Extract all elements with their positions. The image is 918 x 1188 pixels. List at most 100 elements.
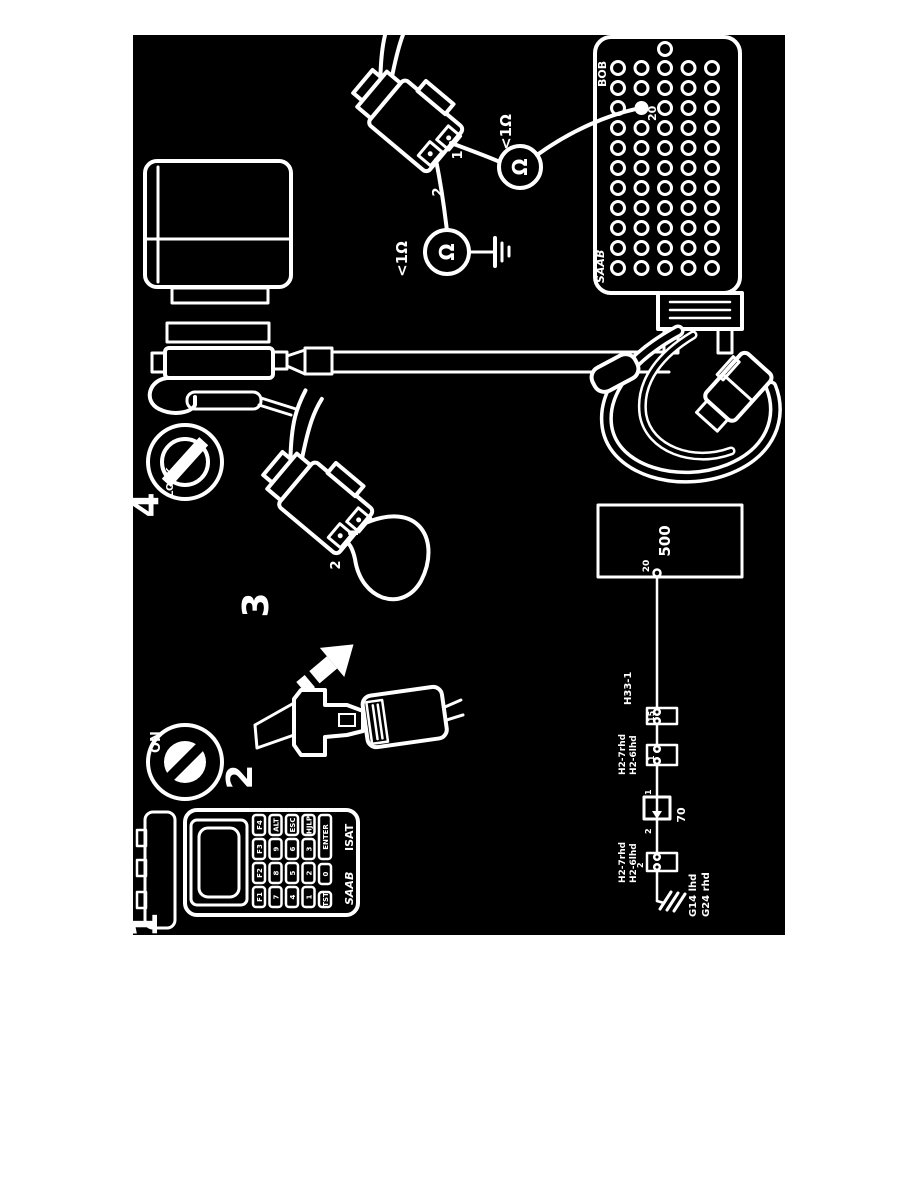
isat-key: [268, 861, 283, 885]
bob-socket: [704, 60, 720, 76]
bob-socket: [610, 120, 626, 136]
harness-loop: [589, 324, 782, 484]
sensor-module-with-cable: [147, 321, 671, 417]
schematic-connector-h2-top: 1 H2-7rhd H2-6lhd: [618, 734, 679, 775]
bob-socket: [610, 180, 626, 196]
isat-display: [189, 818, 249, 907]
bob-socket: [633, 160, 650, 176]
bob-label: BOB: [596, 61, 609, 87]
isat-key-label: 4: [289, 894, 297, 899]
isat-key: [301, 885, 316, 909]
probed-connector: 1 2: [325, 35, 502, 197]
ohmmeter-symbol: Ω: [508, 158, 532, 175]
probed-connector-pin-2-label: 2: [431, 187, 446, 196]
h33-label: H33-1: [623, 672, 634, 705]
h2-top-label-2: H2-6lhd: [629, 735, 639, 775]
bob-socket: [680, 120, 697, 136]
wiring-schematic: 500 20 15 H33-1 1 H2-7rhd: [596, 503, 744, 917]
step-2-label: 2: [220, 764, 261, 789]
schematic-unit-500-label: 500: [656, 525, 674, 556]
switch-70-pin-top: 1: [644, 789, 653, 795]
bob-socket: [657, 160, 673, 176]
isat-key-label: F4: [256, 820, 264, 830]
h2-bottom-label-2: H2-6lhd: [629, 843, 639, 883]
step-3-label: 3: [236, 592, 277, 617]
h2-top-pin-label: 1: [647, 755, 656, 761]
bob-socket: [704, 160, 720, 176]
bob-socket: [610, 140, 626, 156]
bob-socket: [633, 140, 650, 156]
schematic-connector-h2-bottom: 2 H2-7rhd H2-6lhd: [618, 842, 679, 883]
schematic-unit-500-box: [596, 503, 744, 579]
bob-socket: [610, 60, 626, 76]
bob-socket: [657, 260, 673, 276]
isat-key-label: 0: [322, 871, 330, 876]
bob-socket: [680, 60, 697, 76]
isat-key-label: 2: [306, 870, 314, 875]
bob-socket: [610, 100, 626, 116]
jumper-wire-loop: [346, 514, 431, 602]
step-1-label: 1: [133, 912, 166, 935]
control-unit-box: [143, 159, 293, 305]
isat-key-label: HJLP: [306, 816, 314, 834]
ohmmeter-to-ground: Ω <1Ω: [393, 228, 471, 277]
isat-key: [284, 861, 300, 885]
isat-key: [284, 813, 300, 837]
bob-socket: [610, 200, 626, 216]
isat-key-label: 9: [273, 846, 281, 851]
isat-key: [268, 837, 283, 861]
bob-socket: [704, 180, 720, 196]
isat-key-label: 8: [273, 870, 281, 875]
bob-brand-label: SAAB: [594, 250, 607, 283]
wire-ohmmeter-to-socket20: [535, 107, 638, 157]
bob-socket: [610, 80, 626, 96]
h2-bottom-pin-label: 2: [636, 862, 645, 868]
isat-key: [251, 837, 267, 861]
isat-key: [251, 813, 267, 837]
isat-key-label: TST: [322, 892, 330, 907]
schematic-unit-pin-label: 20: [642, 560, 652, 573]
isat-key-label: 7: [273, 894, 281, 899]
bob-socket: [657, 80, 673, 96]
bob-socket: [680, 80, 697, 96]
chassis-ground-symbol: [655, 890, 687, 913]
ohmmeter-symbol: Ω: [435, 243, 459, 260]
diagram-print-area: 1 2 3 4: [133, 35, 785, 935]
bob-socket: [610, 260, 626, 276]
bob-breakout-box: BOB SAAB 20: [593, 35, 742, 295]
diagram-artwork: 1 2 3 4: [133, 35, 782, 935]
bob-socket: [657, 60, 673, 76]
bob-socket: [657, 120, 673, 136]
bob-adapter-connector: [656, 291, 744, 355]
step-4-label: 4: [133, 492, 167, 517]
bob-socket: [657, 240, 673, 256]
bob-socket: [704, 200, 720, 216]
ohmmeter-to-bob: Ω <1Ω: [497, 114, 543, 190]
switch-70-pin-bottom: 2: [644, 828, 653, 834]
bob-socket: [633, 80, 650, 96]
isat-key: [317, 862, 333, 886]
bob-socket: [610, 160, 626, 176]
buckle-tongue: [253, 688, 365, 757]
bob-socket: [704, 140, 720, 156]
jumper-pin-2-label: 2: [329, 560, 344, 569]
jumper-pin-1-label: 1: [347, 527, 362, 536]
bob-socket-20-label: 20: [646, 105, 659, 121]
ignition-on-symbol: [146, 723, 224, 801]
h2-bottom-label-1: H2-7rhd: [618, 842, 628, 883]
ignition-on-label: ON: [149, 731, 164, 753]
probed-connector-pin-1-label: 1: [451, 150, 466, 159]
h2-top-label-1: H2-7rhd: [618, 734, 628, 775]
ground-label-2: G24 rhd: [701, 872, 712, 917]
bob-socket: [680, 200, 697, 216]
bob-socket: [610, 240, 626, 256]
bob-socket: [704, 220, 720, 236]
buckle-receptacle: [360, 684, 465, 750]
bob-socket: [680, 180, 697, 196]
isat-key-label: 3: [306, 846, 314, 851]
isat-key: [317, 813, 333, 861]
bob-socket: [680, 160, 697, 176]
